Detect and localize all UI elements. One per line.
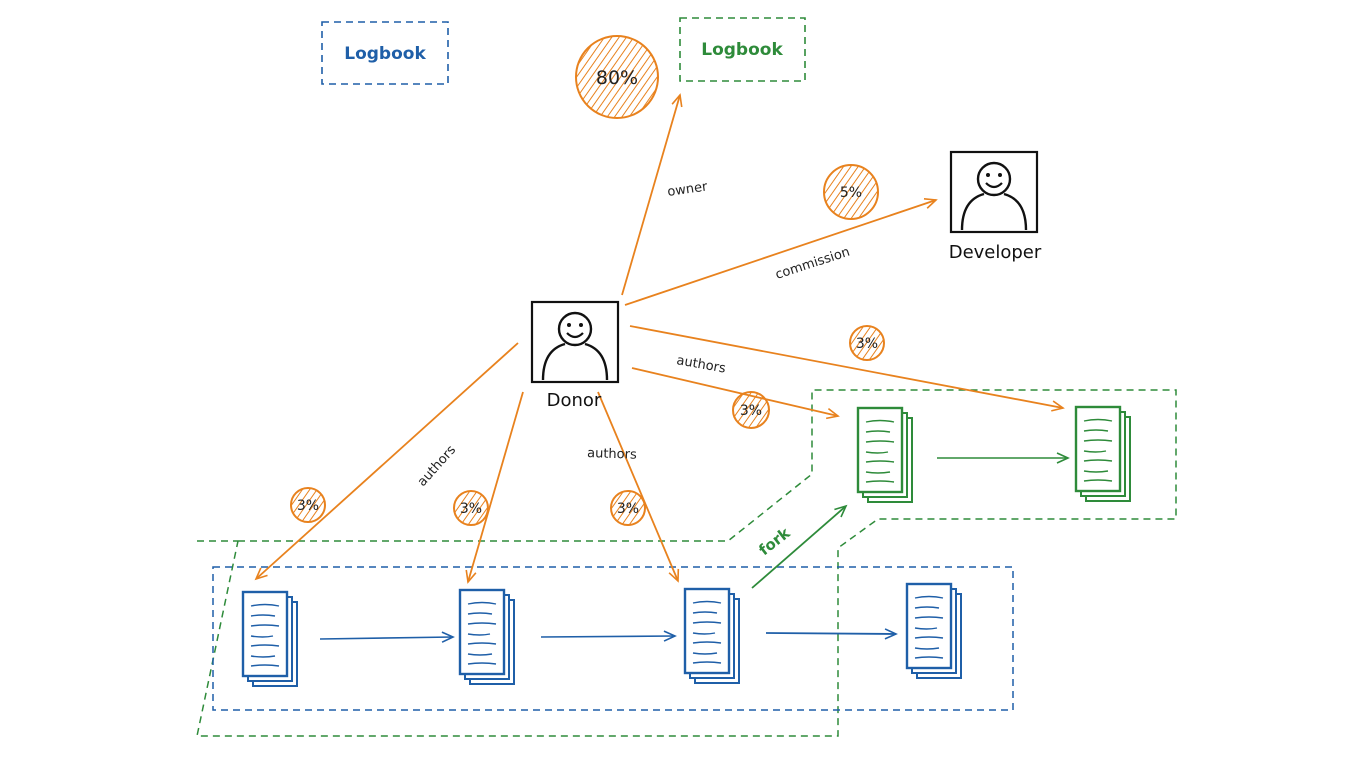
- fork-arrow: [751, 504, 848, 589]
- fork-label: fork: [755, 523, 794, 559]
- donor: Donor: [530, 300, 620, 411]
- legend-green-logbook: Logbook: [679, 17, 806, 82]
- doc1-share-value: 3%: [297, 498, 319, 514]
- commission-share-badge: 5%: [823, 164, 879, 220]
- authors-left-edge-label: authors: [415, 443, 459, 490]
- green-doc-share-badge: 3%: [732, 391, 770, 429]
- doc3-share-value: 3%: [617, 501, 639, 517]
- green-doc-2-document-icon: [1074, 405, 1132, 503]
- owner-edge-label: owner: [666, 179, 709, 200]
- blue-logbook-boundary: [212, 566, 1014, 711]
- blue-chain-arrow-3: [765, 628, 898, 640]
- commission-share-value: 5%: [840, 185, 862, 201]
- donor-label: Donor: [547, 390, 602, 411]
- doc2-share-value: 3%: [460, 501, 482, 517]
- legend-blue-logbook-label: Logbook: [344, 44, 426, 64]
- authors-doc3-edge: [597, 391, 680, 583]
- blue-doc-3-document-icon: [683, 587, 741, 685]
- owner-share-value: 80%: [596, 67, 638, 89]
- owner-edge: [621, 93, 683, 296]
- donor-person-icon: [530, 300, 620, 384]
- green-doc-share-value: 3%: [740, 403, 762, 419]
- green-doc-1-document-icon: [856, 406, 914, 504]
- developer: Developer: [949, 150, 1042, 263]
- authors-doc2-edge: [465, 391, 524, 584]
- orange-edges: [254, 93, 1065, 584]
- doc1-share-badge: 3%: [290, 487, 326, 523]
- owner-share-badge: 80%: [575, 35, 659, 119]
- blue-chain-arrow-1: [319, 631, 455, 643]
- authors-doc1-edge: [254, 342, 519, 581]
- blue-doc-4-document-icon: [905, 582, 963, 680]
- developer-label: Developer: [949, 242, 1042, 263]
- blue-doc-2-document-icon: [458, 588, 516, 686]
- green-logbook-boundary-lower: [196, 389, 1177, 737]
- authors-center-edge-label: authors: [587, 446, 637, 463]
- doc2-share-badge: 3%: [453, 490, 489, 526]
- commission-edge: [624, 197, 938, 306]
- authors-right-edge-label: authors: [675, 353, 727, 376]
- authors-far-right-edge: [629, 325, 1065, 412]
- blue-doc-1-document-icon: [241, 590, 299, 688]
- far-right-share-badge: 3%: [849, 325, 885, 361]
- legend-green-logbook-label: Logbook: [701, 40, 783, 60]
- legend-blue-logbook: Logbook: [321, 21, 449, 85]
- doc3-share-badge: 3%: [610, 490, 646, 526]
- far-right-share-value: 3%: [856, 336, 878, 352]
- green-chain: fork: [751, 405, 1132, 589]
- developer-person-icon: [949, 150, 1039, 234]
- blue-chain: [241, 582, 963, 688]
- blue-chain-arrow-2: [540, 630, 677, 642]
- authors-green-doc-edge: [631, 367, 840, 420]
